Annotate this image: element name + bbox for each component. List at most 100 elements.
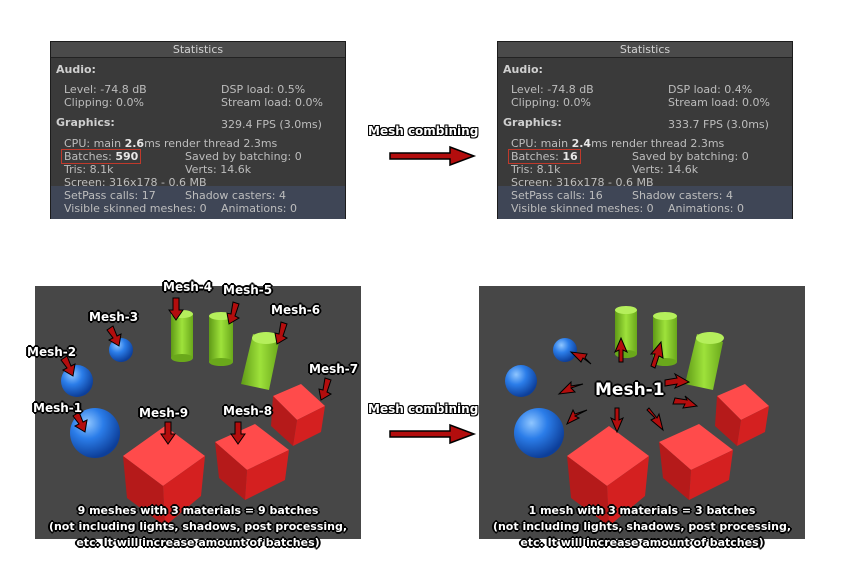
cube-mesh-9 xyxy=(123,426,205,526)
caption-line-3: etc. It will increase amount of batches) xyxy=(76,536,320,549)
sphere-part xyxy=(505,365,537,397)
scene-after: Mesh-1 xyxy=(479,286,805,539)
cube-part xyxy=(659,424,733,500)
pointer-arrow-icon xyxy=(60,355,76,377)
cpu-main-value: 2.4 xyxy=(571,137,592,150)
right-arrow-icon xyxy=(389,423,477,445)
cube-part xyxy=(715,384,769,446)
fps: 329.4 FPS (3.0ms) xyxy=(221,118,322,131)
screen-info: Screen: 316x178 - 0.6 MB xyxy=(64,176,207,189)
pointer-arrow-icon xyxy=(106,325,122,347)
mesh-combining-arrow-bottom: Mesh combining xyxy=(366,402,479,446)
caption-line-1: 1 mesh with 3 materials = 3 batches xyxy=(528,504,756,517)
caption-after: 1 mesh with 3 materials = 3 batches (not… xyxy=(479,503,805,551)
label-mesh-8: Mesh-8 xyxy=(223,404,273,418)
pointer-arrow-icon xyxy=(168,297,184,321)
radiating-arrows xyxy=(557,336,699,434)
verts: Verts: 14.6k xyxy=(185,163,252,176)
sphere-part xyxy=(553,338,577,362)
verts: Verts: 14.6k xyxy=(632,163,699,176)
label-combined-mesh: Mesh-1 xyxy=(595,380,665,400)
shadow-casters: Shadow casters: 4 xyxy=(185,189,286,202)
setpass-calls: SetPass calls: 17 xyxy=(64,189,156,202)
audio-level: Level: -74.8 dB xyxy=(64,83,147,96)
saved-by-batching: Saved by batching: 0 xyxy=(185,150,302,163)
visible-skinned: Visible skinned meshes: 0 xyxy=(64,202,207,215)
pointer-arrow-icon xyxy=(72,411,88,433)
statistics-panel-after: Statistics Audio: Level: -74.8 dB DSP lo… xyxy=(497,41,793,219)
statistics-panel-before: Statistics Audio: Level: -74.8 dB DSP lo… xyxy=(50,41,346,219)
pointer-arrow-icon xyxy=(610,407,624,434)
pointer-arrow-icon xyxy=(649,340,664,369)
visible-skinned: Visible skinned meshes: 0 xyxy=(511,202,654,215)
mesh-combining-arrow-top: Mesh combining xyxy=(366,124,479,168)
graphics-header: Graphics: xyxy=(56,116,115,129)
cylinder-mesh-4 xyxy=(171,310,193,362)
label-mesh-3: Mesh-3 xyxy=(89,310,139,324)
statistics-title: Statistics xyxy=(51,42,345,58)
pointer-arrow-icon xyxy=(230,421,246,445)
cube-mesh-7 xyxy=(271,384,325,446)
graphics-header: Graphics: xyxy=(503,116,562,129)
audio-header: Audio: xyxy=(56,63,96,76)
saved-by-batching: Saved by batching: 0 xyxy=(632,150,749,163)
scene-objects xyxy=(60,297,333,526)
clipping: Clipping: 0.0% xyxy=(64,96,144,109)
label-mesh-1: Mesh-1 xyxy=(33,401,83,415)
caption-before: 9 meshes with 3 materials = 9 batches (n… xyxy=(35,503,361,551)
right-arrow-icon xyxy=(389,145,477,167)
cylinder-mesh-6 xyxy=(241,332,280,390)
stream-load: Stream load: 0.0% xyxy=(221,96,323,109)
tris: Tris: 8.1k xyxy=(64,163,114,176)
pointer-arrow-icon xyxy=(318,377,333,401)
pointer-arrow-icon xyxy=(557,380,584,395)
pointer-arrows xyxy=(60,297,333,445)
tris: Tris: 8.1k xyxy=(511,163,561,176)
batches-line: Batches: 16 xyxy=(508,149,581,164)
pointer-arrow-icon xyxy=(160,421,176,445)
shadow-casters: Shadow casters: 4 xyxy=(632,189,733,202)
label-mesh-5: Mesh-5 xyxy=(223,283,273,297)
label-mesh-2: Mesh-2 xyxy=(27,345,77,359)
label-mesh-4: Mesh-4 xyxy=(163,280,213,294)
batches-value: 590 xyxy=(115,150,139,163)
setpass-calls: SetPass calls: 16 xyxy=(511,189,603,202)
stats-band xyxy=(51,186,345,219)
cpu-line: CPU: main 2.4ms render thread 2.3ms xyxy=(511,137,725,150)
batches-value: 16 xyxy=(562,150,578,163)
clipping: Clipping: 0.0% xyxy=(511,96,591,109)
cube-mesh-8 xyxy=(215,424,289,500)
dsp-load: DSP load: 0.5% xyxy=(221,83,306,96)
stats-band xyxy=(498,186,792,219)
pointer-arrow-icon xyxy=(566,408,588,426)
label-mesh-9: Mesh-9 xyxy=(139,406,189,420)
pointer-arrow-icon xyxy=(614,336,628,363)
cylinder-part xyxy=(685,332,724,390)
animations: Animations: 0 xyxy=(221,202,298,215)
pointer-arrow-icon xyxy=(646,407,664,432)
fps: 333.7 FPS (3.0ms) xyxy=(668,118,769,131)
scene-before: Mesh-1 Mesh-2 Mesh-3 Mesh-4 Mesh-5 Mesh-… xyxy=(27,280,361,539)
stream-load: Stream load: 0.0% xyxy=(668,96,770,109)
pointer-arrow-icon xyxy=(274,321,289,345)
audio-level: Level: -74.8 dB xyxy=(511,83,594,96)
label-mesh-6: Mesh-6 xyxy=(271,303,321,317)
caption-line-2: (not including lights, shadows, post pro… xyxy=(48,520,348,533)
statistics-title: Statistics xyxy=(498,42,792,58)
arrow-label: Mesh combining xyxy=(368,402,479,416)
cpu-line: CPU: main 2.6ms render thread 2.3ms xyxy=(64,137,278,150)
arrow-label: Mesh combining xyxy=(368,124,479,138)
pointer-arrow-icon xyxy=(226,301,241,325)
caption-line-3: etc. It will increase amount of batches) xyxy=(520,536,764,549)
scene-objects xyxy=(505,306,769,526)
audio-header: Audio: xyxy=(503,63,543,76)
cpu-main-value: 2.6 xyxy=(124,137,145,150)
pointer-arrow-icon xyxy=(569,351,592,365)
caption-line-2: (not including lights, shadows, post pro… xyxy=(492,520,792,533)
pointer-arrow-icon xyxy=(664,372,691,389)
label-mesh-7: Mesh-7 xyxy=(309,362,359,376)
batches-line: Batches: 590 xyxy=(60,149,142,164)
pointer-arrow-icon xyxy=(672,395,699,409)
animations: Animations: 0 xyxy=(668,202,745,215)
screen-info: Screen: 316x178 - 0.6 MB xyxy=(511,176,654,189)
